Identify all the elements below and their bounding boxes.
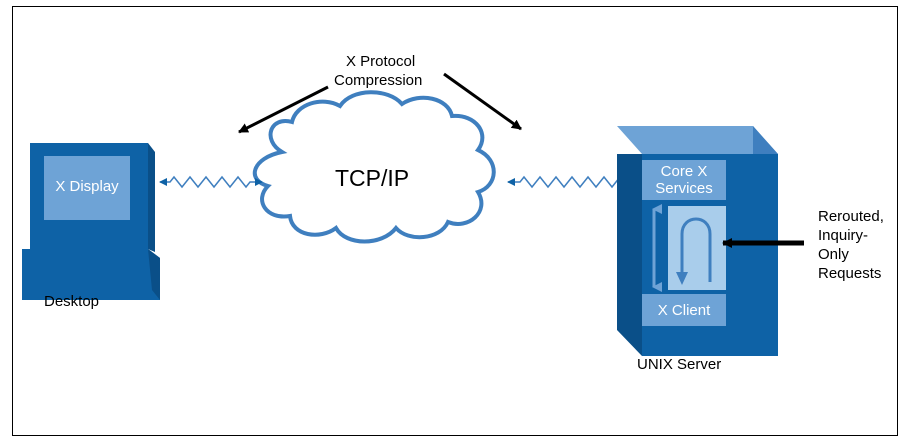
rerouted-label-line1: Rerouted,: [818, 208, 884, 225]
desktop-cloud-link: [159, 175, 263, 189]
cloud-server-link: [507, 175, 641, 189]
rerouted-label-line3: Only: [818, 246, 849, 263]
rerouted-label-line2: Inquiry-: [818, 227, 869, 244]
protocol-arrow-left: [238, 85, 329, 134]
display-label: X Display: [55, 178, 119, 195]
core-services-label-line1: Core X: [660, 163, 708, 180]
network-label: TCP/IP: [335, 165, 410, 191]
protocol-arrow-right: [443, 72, 522, 131]
cloud-icon: [252, 90, 496, 244]
core-services-label-line2: Services: [655, 180, 713, 197]
desktop-computer-icon: [22, 143, 160, 300]
rerouted-label-line4: Requests: [818, 265, 882, 282]
client-label: X Client: [657, 302, 711, 319]
desktop-label: Desktop: [44, 293, 100, 310]
server-label: UNIX Server: [637, 356, 722, 373]
protocol-label-line1: X Protocol: [346, 53, 416, 70]
diagram-canvas: [22, 72, 804, 356]
protocol-label-line2: Compression: [334, 72, 423, 89]
